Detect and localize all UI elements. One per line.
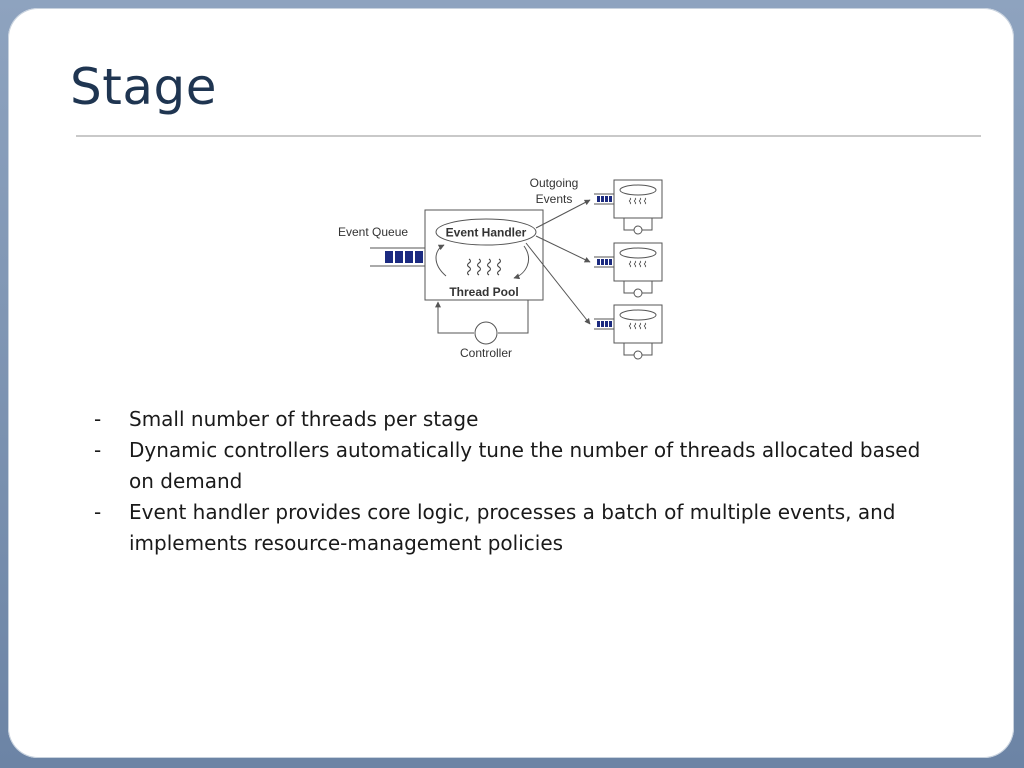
event-handler-ellipse — [435, 218, 537, 246]
controller-label: Controller — [460, 346, 512, 360]
queue-event-1 — [385, 251, 393, 263]
stage-box — [424, 209, 544, 301]
outgoing-arrow-2 — [535, 235, 591, 263]
bullet-text: Small number of threads per stage — [129, 407, 479, 431]
event-queue — [370, 247, 425, 267]
bullet-item: - Small number of threads per stage — [94, 404, 934, 435]
bullet-item: - Event handler provides core logic, pro… — [94, 497, 934, 559]
slide: Stage Event Queue Event Handler — [8, 8, 1014, 758]
bullet-text: Event handler provides core logic, proce… — [129, 500, 896, 555]
outgoing-arrow-1 — [535, 199, 591, 229]
event-queue-label: Event Queue — [338, 225, 408, 239]
controller-feedback-line — [498, 300, 529, 334]
downstream-stage-2 — [594, 242, 663, 298]
outgoing-events-label-line1: Outgoing — [530, 176, 579, 190]
thread-pool-label: Thread Pool — [449, 285, 518, 299]
bullet-marker: - — [94, 407, 102, 431]
outgoing-events-label-line2: Events — [536, 192, 573, 206]
event-handler-label: Event Handler — [446, 226, 527, 240]
slide-title: Stage — [70, 58, 217, 116]
bullet-marker: - — [94, 438, 102, 462]
bullet-text: Dynamic controllers automatically tune t… — [129, 438, 921, 493]
controller-node — [474, 321, 498, 345]
stage-diagram: Event Queue Event Handler — [338, 176, 663, 360]
thread-pool-threads — [466, 258, 502, 276]
bullet-marker: - — [94, 500, 102, 524]
bullet-list: - Small number of threads per stage - Dy… — [94, 404, 934, 559]
queue-event-2 — [395, 251, 403, 263]
queue-event-4 — [415, 251, 423, 263]
downstream-stage-1 — [594, 179, 663, 235]
title-divider — [76, 135, 981, 137]
controller-feedback-arrow — [435, 301, 474, 334]
bullet-item: - Dynamic controllers automatically tune… — [94, 435, 934, 497]
handler-loop-left-arrow — [435, 244, 447, 277]
outgoing-arrow-3 — [525, 242, 591, 325]
handler-loop-right-arrow — [513, 245, 529, 280]
queue-event-3 — [405, 251, 413, 263]
downstream-stage-3 — [594, 304, 663, 360]
